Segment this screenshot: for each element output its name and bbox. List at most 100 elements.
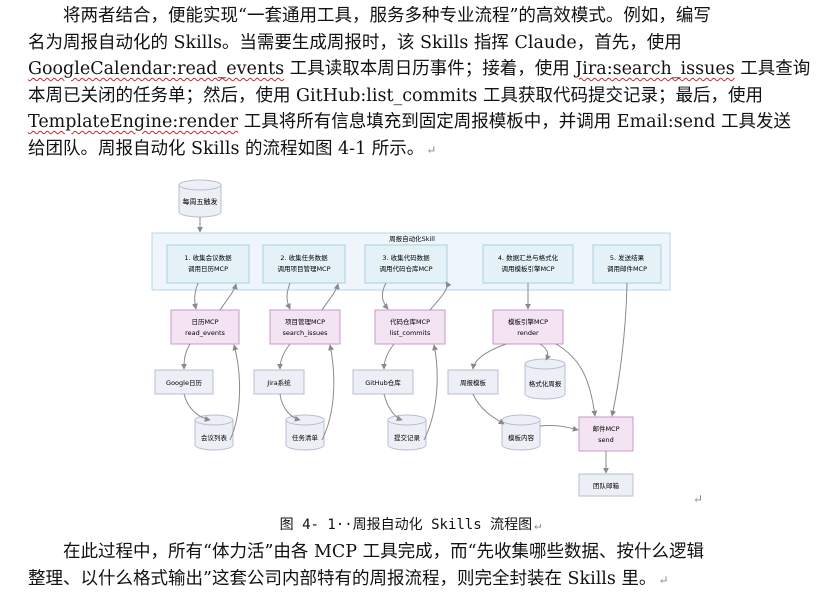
mcp-method: search_issues [283,329,329,337]
figure-caption: 图 4- 1··周报自动化 Skills 流程图↵ [0,514,821,534]
output-label: 会议列表 [201,433,228,442]
paragraph-mark-icon: ↵ [693,492,704,506]
step-node: 4. 数据汇总与格式化 调用模板引擎MCP [482,244,574,284]
trigger-label: 每周五触发 [183,197,218,206]
team-mailbox-label: 团队邮箱 [593,481,620,490]
mcp-label: 代码仓库MCP [390,317,430,326]
mcp-method: send [598,436,614,444]
output-node: 模板内容 [501,414,541,451]
mcp-label: 日历MCP [191,318,218,326]
source-label: GitHub仓库 [365,378,401,387]
edge [183,393,211,422]
step-label: 3. 收集代码数据 [382,253,430,262]
source-node: 周报模板 [447,369,499,395]
spellcheck-underlined-term: GoogleCalendar:read_events [28,59,285,79]
output-label: 模板内容 [508,433,535,442]
paragraph-mark-icon: ↵ [534,518,542,532]
mcp-label: 项目管理MCP [285,317,325,326]
paragraph-line: 给团队。周报自动化 Skills 的流程如图 4-1 所示。↵ [28,136,803,163]
mcp-node: 日历MCP read_events [170,309,240,345]
step-node: 1. 收集会议数据 调用日历MCP [166,244,250,284]
step-sublabel: 调用模板引擎MCP [501,264,554,273]
mcp-method: list_commits [390,329,431,337]
edge [229,344,241,441]
mcp-method: render [517,329,539,337]
text-run: 将两者结合，便能实现“一套通用工具，服务多种专业流程”的高效模式。例如，编写 [63,6,711,26]
output-node: 提交记录 [387,414,427,451]
paragraph-intro: 将两者结合，便能实现“一套通用工具，服务多种专业流程”的高效模式。例如，编写 名… [28,3,810,163]
step-label: 1. 收集会议数据 [184,253,232,262]
mcp-label: 模板引擎MCP [508,317,548,326]
step-label: 2. 收集任务数据 [280,253,328,262]
formatted-report-label: 格式化周报 [529,379,562,388]
formatted-report-node: 格式化周报 [524,358,566,400]
mcp-node: 模板引擎MCP render [492,309,564,345]
step-node: 2. 收集任务数据 调用项目管理MCP [262,244,346,284]
source-node: GitHub仓库 [352,369,414,395]
edge [321,283,340,311]
paragraph-line: 整理、以什么格式输出”这套公司内部特有的周报流程，则完全封装在 Skills 里… [28,566,803,593]
edge [279,393,301,422]
step-sublabel: 调用代码仓库MCP [379,264,432,273]
output-label: 提交记录 [394,433,421,442]
source-node: Google日历 [154,369,214,395]
edge [381,282,389,310]
source-node: Jira系统 [253,369,305,395]
paragraph-line: TemplateEngine:render 工具将所有信息填充到固定周报模板中，… [28,109,803,136]
output-label: 任务清单 [292,433,319,442]
step-label: 4. 数据汇总与格式化 [498,253,559,262]
source-label: Jira系统 [266,378,291,387]
paragraph-line: 本周已关闭的任务单；然后，使用 GitHub:list_commits 工具获取… [28,83,803,110]
caption-text: 图 4- 1··周报自动化 Skills 流程图 [279,517,533,533]
edge [285,282,291,310]
edge [381,343,395,370]
mcp-method: read_events [185,329,225,337]
edge [470,343,507,370]
edge [610,282,628,417]
mcp-label: 邮件MCP [592,424,619,433]
team-mailbox-node: 团队邮箱 [578,473,634,497]
edge [191,282,199,310]
text-run: 在此过程中，所有“体力活”由各 MCP 工具完成，而“先收集哪些数据、按什么逻辑 [63,542,705,562]
skill-group-title: 周报自动化Skill [389,234,435,243]
paragraph-conclusion: 在此过程中，所有“体力活”由各 MCP 工具完成，而“先收集哪些数据、按什么逻辑… [28,539,803,592]
output-node: 任务清单 [285,414,325,451]
text-run: 整理、以什么格式输出”这套公司内部特有的周报流程，则完全封装在 Skills 里… [28,568,657,589]
text-run: 工具查询 [734,59,811,79]
text-run: 给团队。周报自动化 Skills 的流程如图 4-1 所示。 [28,138,425,159]
edge [277,343,291,370]
text-run: 工具将所有信息填充到固定周报模板中，并调用 Email:send 工具发送 [238,112,792,132]
workflow-diagram: 每周五触发 周报自动化Skill 1. 收集会议数据 调用日历MCP 2. 收集… [151,179,671,497]
source-label: 周报模板 [460,378,487,387]
text-run: 名为周报自动化的 Skills。当需要生成周报时，该 Skills 指挥 Cla… [28,32,682,53]
paragraph-mark-icon: ↵ [426,142,437,157]
edge [423,344,438,441]
edge [472,393,505,425]
paragraph-line: 名为周报自动化的 Skills。当需要生成周报时，该 Skills 指挥 Cla… [28,30,803,57]
step-label: 5. 发送结果 [610,253,645,262]
paragraph-mark-icon: ↵ [658,572,669,587]
text-run: 本周已关闭的任务单；然后，使用 GitHub:list_commits 工具获取… [28,85,763,106]
step-node: 3. 收集代码数据 调用代码仓库MCP [364,244,448,284]
mail-mcp-node: 邮件MCP send [578,416,634,452]
edge [181,343,191,370]
edge [321,344,335,441]
edge [539,425,579,432]
step-sublabel: 调用邮件MCP [607,264,647,273]
step-sublabel: 调用项目管理MCP [277,264,330,273]
step-sublabel: 调用日历MCP [188,264,228,273]
paragraph-line: GoogleCalendar:read_events 工具读取本周日历事件；接着… [28,56,810,83]
edge [219,283,238,311]
step-node: 5. 发送结果 调用邮件MCP [592,244,662,284]
edge [429,281,452,311]
trigger-node: 每周五触发 [178,179,222,218]
paragraph-line: 将两者结合，便能实现“一套通用工具，服务多种专业流程”的高效模式。例如，编写 [28,3,803,30]
output-node: 会议列表 [194,414,234,451]
text-run: 工具读取本周日历事件；接着，使用 [284,59,576,79]
paragraph-line: 在此过程中，所有“体力活”由各 MCP 工具完成，而“先收集哪些数据、按什么逻辑 [28,539,803,566]
edge [555,343,598,417]
edge [539,343,552,361]
mcp-node: 项目管理MCP search_issues [269,309,341,345]
edge [383,393,403,422]
source-label: Google日历 [166,379,202,387]
